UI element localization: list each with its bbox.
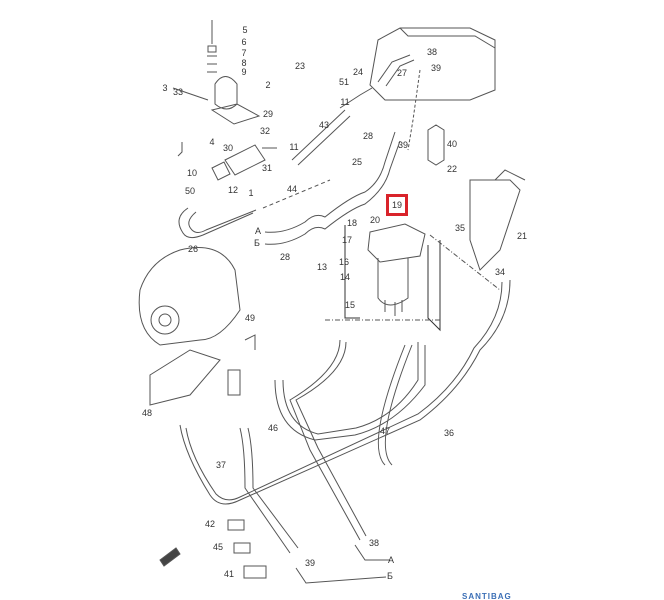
part-label[interactable]: 8	[241, 58, 247, 68]
part-label[interactable]: 39	[304, 558, 316, 568]
part-label[interactable]: 48	[141, 408, 153, 418]
part-label[interactable]: 34	[494, 267, 506, 277]
part-label[interactable]: 18	[346, 218, 358, 228]
part-label[interactable]: 35	[454, 223, 466, 233]
part-label[interactable]: 23	[294, 61, 306, 71]
part-label[interactable]: 10	[186, 168, 198, 178]
part-label[interactable]: 12	[227, 185, 239, 195]
part-label[interactable]: 38	[368, 538, 380, 548]
part-label[interactable]: 41	[223, 569, 235, 579]
part-label[interactable]: A	[254, 226, 262, 236]
part-label[interactable]: 13	[316, 262, 328, 272]
part-label[interactable]: 51	[338, 77, 350, 87]
part-label[interactable]: 49	[244, 313, 256, 323]
part-label[interactable]: 2	[265, 80, 271, 90]
part-label[interactable]: 4	[209, 137, 215, 147]
fuel-tank	[369, 27, 496, 101]
part-label[interactable]: 11	[340, 97, 350, 107]
part-label[interactable]: 27	[396, 68, 408, 78]
part-label[interactable]: 7	[241, 48, 247, 58]
part-label[interactable]: A	[387, 555, 395, 565]
part-label[interactable]: 11	[289, 142, 299, 152]
part-label[interactable]: 25	[351, 157, 363, 167]
part-label[interactable]: 22	[446, 164, 458, 174]
part-label[interactable]: 45	[212, 542, 224, 552]
part-label[interactable]: 46	[267, 423, 279, 433]
part-label[interactable]: 32	[259, 126, 271, 136]
part-label[interactable]: 21	[516, 231, 528, 241]
part-label[interactable]: 3	[162, 83, 168, 93]
part-label[interactable]: 9	[241, 67, 247, 77]
part-label[interactable]: Б	[254, 238, 260, 248]
part-label-highlighted[interactable]: 19	[391, 200, 403, 210]
part-label[interactable]: 29	[262, 109, 274, 119]
part-label[interactable]: 16	[338, 257, 350, 267]
part-label[interactable]: 15	[344, 300, 356, 310]
part-label[interactable]: 6	[241, 37, 247, 47]
part-label[interactable]: 17	[341, 235, 353, 245]
part-label[interactable]: 30	[222, 143, 234, 153]
part-label[interactable]: Б	[387, 571, 393, 581]
part-label[interactable]: 47	[379, 426, 391, 436]
part-label[interactable]: 37	[215, 460, 227, 470]
part-label[interactable]: 39	[430, 63, 442, 73]
watermark: SANTIBAG	[462, 592, 512, 600]
part-label[interactable]: 31	[261, 163, 273, 173]
part-label[interactable]: 40	[446, 139, 458, 149]
part-label[interactable]: 28	[362, 131, 374, 141]
part-label[interactable]: 33	[172, 87, 184, 97]
part-label[interactable]: 36	[443, 428, 455, 438]
injection-pump	[138, 247, 241, 346]
highlight-box-part-19	[386, 194, 408, 216]
part-label[interactable]: 5	[242, 25, 248, 35]
part-label[interactable]: 50	[184, 186, 196, 196]
part-label[interactable]: 20	[369, 215, 381, 225]
part-label[interactable]: 44	[286, 184, 298, 194]
part-label[interactable]: 28	[279, 252, 291, 262]
part-label[interactable]: 26	[187, 244, 199, 254]
part-label[interactable]: 39	[397, 140, 409, 150]
part-label[interactable]: 43	[318, 120, 330, 130]
part-label[interactable]: 38	[426, 47, 438, 57]
part-label[interactable]: 42	[204, 519, 216, 529]
part-label[interactable]: 1	[248, 188, 254, 198]
part-label[interactable]: 24	[352, 67, 364, 77]
part-label[interactable]: 14	[339, 272, 351, 282]
